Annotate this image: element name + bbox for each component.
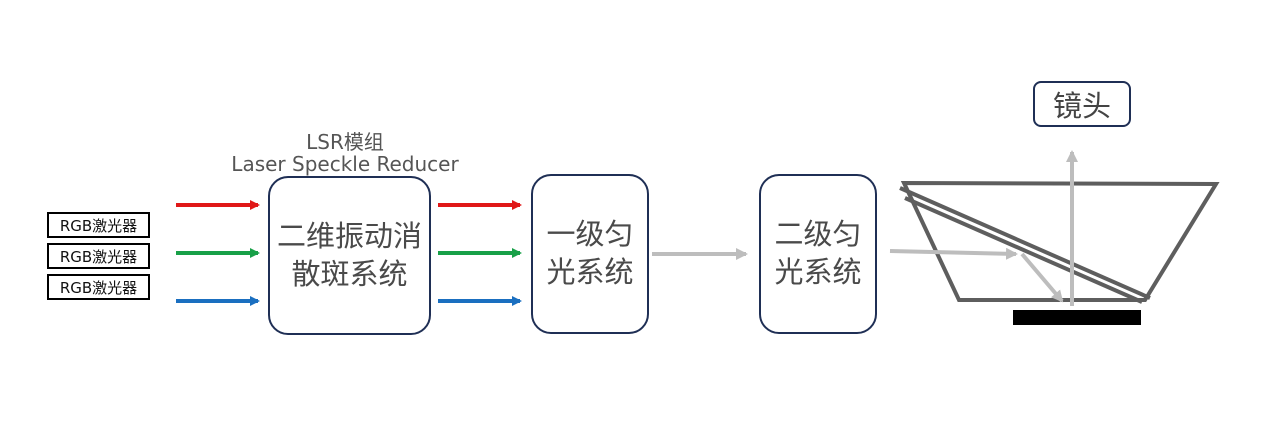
lsr-module-box: 二维振动消散斑系统	[268, 176, 431, 335]
rgb-laser-3-label: RGB激光器	[59, 278, 138, 297]
prism-diagonal-2	[904, 196, 1143, 304]
lens-label: 镜头	[1052, 89, 1111, 123]
lsr-module-subcaption: Laser Speckle Reducer	[231, 152, 459, 176]
lens-box: 镜头	[1033, 81, 1131, 127]
dmd-chip-bar	[1013, 310, 1141, 325]
prism-input-beam-arrow	[889, 247, 1018, 260]
rgb-laser-2-label: RGB激光器	[59, 247, 138, 266]
first-homogenizer-label: 一级匀光系统	[546, 217, 634, 289]
second-homogenizer-box: 二级匀光系统	[759, 174, 877, 334]
rgb-laser-1: RGB激光器	[47, 212, 150, 238]
prism-outline	[900, 180, 1220, 302]
prism-diagonal-1	[899, 186, 1151, 300]
first-homogenizer-box: 一级匀光系统	[531, 174, 649, 334]
prism-reflect-beam-arrow	[1020, 252, 1064, 303]
rgb-laser-1-label: RGB激光器	[59, 216, 138, 235]
second-homogenizer-label: 二级匀光系统	[774, 217, 862, 289]
lsr-module-label: 二维振动消散斑系统	[276, 218, 422, 291]
rgb-laser-3: RGB激光器	[47, 274, 150, 300]
lsr-module-caption: LSR模组	[306, 130, 384, 154]
rgb-laser-2: RGB激光器	[47, 243, 150, 269]
